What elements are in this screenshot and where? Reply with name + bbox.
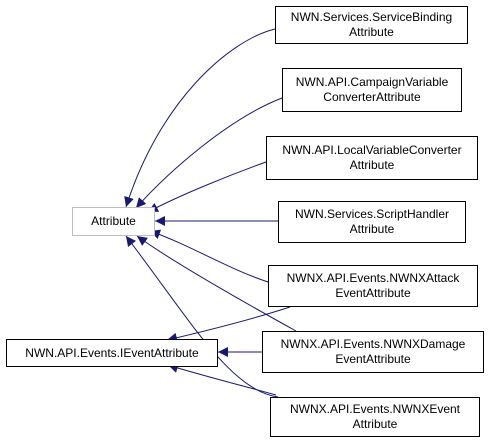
- edge-attack-to-ievent: [166, 306, 291, 343]
- edge-attack-to-attribute: [149, 229, 272, 284]
- script-handler-line-1: NWN.Services.ScriptHandler: [294, 207, 450, 221]
- script-handler-node[interactable]: NWN.Services.ScriptHandler Attribute: [278, 201, 466, 243]
- service-binding-line-2: Attribute: [349, 25, 394, 39]
- nwnx-attack-line-2: EventAttribute: [335, 286, 411, 300]
- local-variable-line-2: Attribute: [349, 158, 395, 172]
- nwnx-event-line-1: NWNX.API.Events.NWNXEvent: [289, 402, 461, 416]
- edge-nwnx-event-to-ievent: [167, 363, 277, 396]
- campaign-variable-line-1: NWN.API.CampaignVariable: [295, 75, 449, 89]
- nwnx-attack-line-1: NWNX.API.Events.NWNXAttack: [286, 271, 460, 285]
- nwnx-event-node[interactable]: NWNX.API.Events.NWNXEvent Attribute: [270, 397, 480, 437]
- nwnx-damage-line-1: NWNX.API.Events.NWNXDamage: [280, 337, 466, 351]
- edge-local-var-to-attribute: [147, 161, 267, 213]
- attribute-label: Attribute: [91, 214, 136, 228]
- campaign-variable-node[interactable]: NWN.API.CampaignVariable ConverterAttrib…: [282, 68, 462, 112]
- edge-nwnx-event-to-attribute: [125, 235, 279, 398]
- attribute-node[interactable]: Attribute: [72, 207, 155, 236]
- ievent-attribute-label: NWN.API.Events.IEventAttribute: [25, 345, 199, 360]
- local-variable-line-1: NWN.API.LocalVariableConverter: [282, 143, 462, 157]
- nwnx-attack-node[interactable]: NWNX.API.Events.NWNXAttack EventAttribut…: [268, 265, 478, 307]
- edge-campaign-var-to-attribute: [135, 97, 283, 209]
- edge-damage-to-attribute: [136, 235, 297, 332]
- edge-service-binding-to-attribute: [124, 28, 276, 208]
- campaign-variable-line-2: ConverterAttribute: [323, 90, 421, 104]
- script-handler-line-2: Attribute: [349, 222, 395, 236]
- service-binding-line-1: NWN.Services.ServiceBinding: [290, 10, 453, 24]
- service-binding-node[interactable]: NWN.Services.ServiceBinding Attribute: [275, 6, 468, 44]
- local-variable-node[interactable]: NWN.API.LocalVariableConverter Attribute: [266, 136, 478, 180]
- ievent-attribute-node[interactable]: NWN.API.Events.IEventAttribute: [6, 339, 218, 367]
- nwnx-damage-node[interactable]: NWNX.API.Events.NWNXDamage EventAttribut…: [262, 331, 484, 373]
- nwnx-damage-line-2: EventAttribute: [335, 352, 411, 366]
- nwnx-event-line-2: Attribute: [352, 417, 398, 431]
